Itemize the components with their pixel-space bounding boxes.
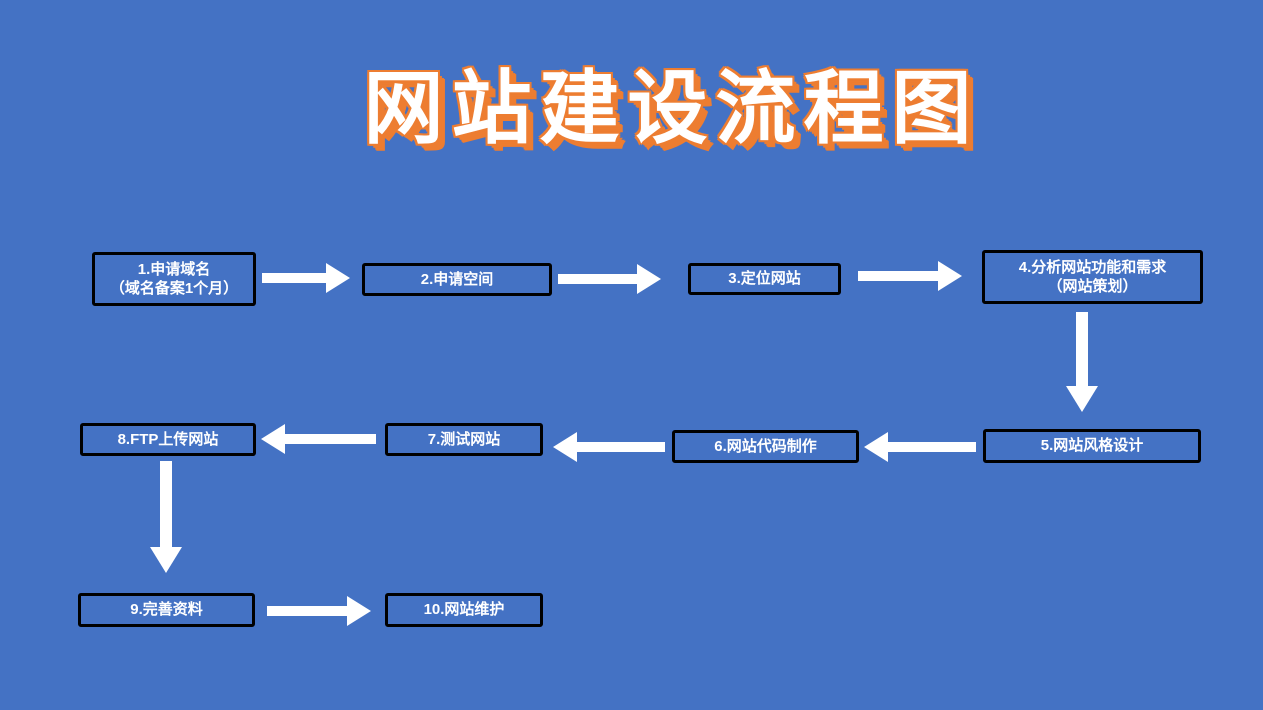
- arrow-head: [553, 432, 577, 462]
- arrow-head: [347, 596, 371, 626]
- arrow-shaft: [1076, 312, 1088, 386]
- arrow-5-to-6-left-icon: [864, 432, 976, 462]
- flow-step-3-position-site: 3.定位网站: [688, 263, 841, 295]
- arrow-shaft: [888, 442, 976, 452]
- flow-step-1-apply-domain: 1.申请域名 （域名备案1个月）: [92, 252, 256, 306]
- arrow-head: [150, 547, 182, 573]
- flow-step-7-test-site: 7.测试网站: [385, 423, 543, 456]
- flow-step-5-style-design: 5.网站风格设计: [983, 429, 1201, 463]
- flow-step-2-line1: 2.申请空间: [420, 270, 494, 288]
- arrow-head: [938, 261, 962, 291]
- flow-step-2-apply-space: 2.申请空间: [362, 263, 552, 296]
- flow-step-6-code-production: 6.网站代码制作: [672, 430, 859, 463]
- flow-step-4-analyze-needs: 4.分析网站功能和需求 （网站策划）: [982, 250, 1203, 304]
- flow-step-10-line1: 10.网站维护: [423, 601, 505, 619]
- arrow-head: [1066, 386, 1098, 412]
- arrow-8-to-9-down-icon: [150, 461, 182, 573]
- arrow-shaft: [577, 442, 665, 452]
- arrow-1-to-2-right-icon: [262, 263, 350, 293]
- arrow-shaft: [285, 434, 376, 444]
- arrow-head: [637, 264, 661, 294]
- flow-step-8-line1: 8.FTP上传网站: [117, 430, 219, 448]
- flow-step-1-line1: 1.申请域名: [137, 260, 211, 278]
- flow-step-8-ftp-upload: 8.FTP上传网站: [80, 423, 256, 456]
- flow-step-3-line1: 3.定位网站: [728, 270, 801, 288]
- page-title: 网站建设流程图: [363, 64, 980, 153]
- arrow-4-to-5-down-icon: [1066, 312, 1098, 412]
- flow-step-10-site-maintenance: 10.网站维护: [385, 593, 543, 627]
- arrow-3-to-4-right-icon: [858, 261, 962, 291]
- arrow-shaft: [160, 461, 172, 547]
- flow-step-4-line2: （网站策划）: [1047, 278, 1138, 295]
- arrow-6-to-7-left-icon: [553, 432, 665, 462]
- flow-step-9-complete-info: 9.完善资料: [78, 593, 255, 627]
- arrow-shaft: [267, 606, 347, 616]
- arrow-shaft: [558, 274, 637, 284]
- flow-step-6-line1: 6.网站代码制作: [714, 437, 817, 455]
- arrow-shaft: [262, 273, 326, 283]
- arrow-head: [261, 424, 285, 454]
- flow-step-5-line1: 5.网站风格设计: [1040, 437, 1144, 455]
- arrow-7-to-8-left-icon: [261, 424, 376, 454]
- arrow-shaft: [858, 271, 938, 281]
- arrow-2-to-3-right-icon: [558, 264, 661, 294]
- arrow-head: [326, 263, 350, 293]
- flow-step-9-line1: 9.完善资料: [130, 601, 203, 619]
- arrow-9-to-10-right-icon: [267, 596, 371, 626]
- flow-step-1-line2: （域名备案1个月）: [109, 280, 239, 297]
- arrow-head: [864, 432, 888, 462]
- flow-step-7-line1: 7.测试网站: [427, 430, 501, 448]
- flow-step-4-line1: 4.分析网站功能和需求: [1018, 258, 1167, 276]
